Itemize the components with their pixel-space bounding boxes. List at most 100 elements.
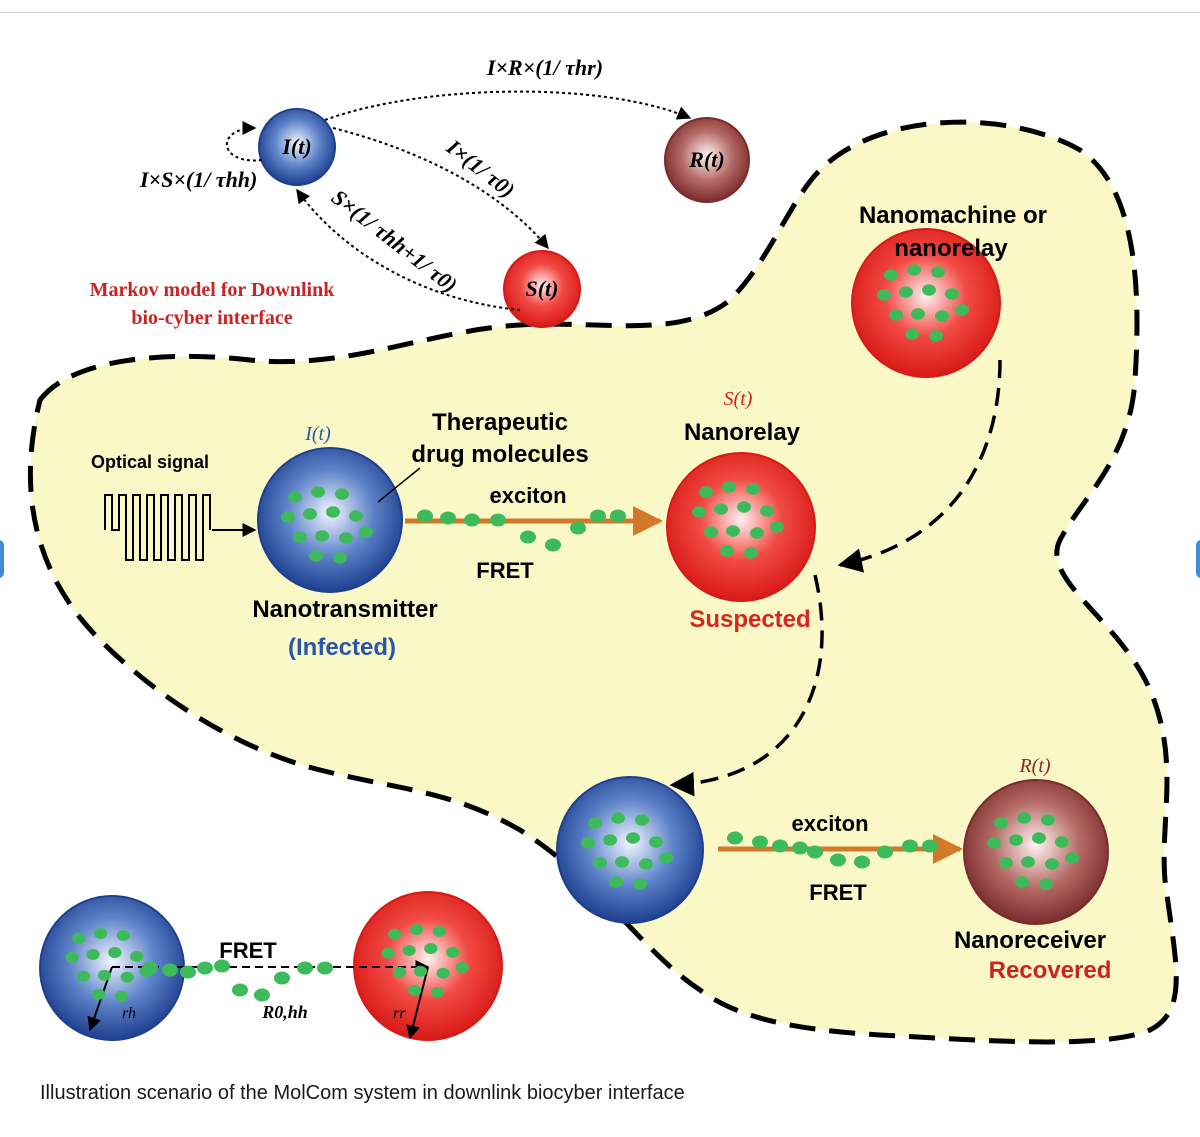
molecule-dot — [714, 503, 728, 515]
molecule-dot — [490, 513, 506, 527]
molecule-dot — [293, 531, 307, 543]
molecule-dot — [72, 932, 86, 944]
molecule-dot — [902, 839, 918, 853]
molecule-dot — [311, 486, 325, 498]
left-edge-handle[interactable] — [0, 540, 4, 578]
molecule-dot — [635, 814, 649, 826]
molecule-dot — [180, 965, 196, 979]
molecule-dot — [349, 510, 363, 522]
molecule-dot — [381, 947, 395, 959]
molecule-dot — [545, 538, 561, 552]
inset-rr-label: rr — [393, 1005, 406, 1022]
nanotransmitter-label: Nanotransmitter — [252, 596, 437, 623]
molecule-dot — [610, 509, 626, 523]
lower-transmitter — [556, 776, 704, 924]
recovered-label: Recovered — [989, 957, 1112, 984]
molecule-dot — [590, 509, 606, 523]
molecule-dot — [392, 966, 407, 978]
markov-node-s — [503, 250, 581, 328]
molecule-dot — [274, 971, 290, 985]
inset-fret-label: FRET — [219, 938, 277, 963]
edge-s-to-i — [296, 188, 521, 311]
rate-is: I×(1/ τ0) — [441, 134, 520, 203]
molecule-dot — [899, 286, 913, 298]
inset-rh-label: rh — [122, 1005, 136, 1022]
molecule-dot — [116, 929, 131, 941]
molecule-dot — [1009, 834, 1023, 846]
molecule-dot — [737, 501, 751, 513]
molecule-dot — [409, 924, 424, 935]
molecule-dot — [807, 845, 823, 859]
molecule-dot — [945, 288, 959, 300]
st-label: S(t) — [724, 388, 753, 410]
infected-label: (Infected) — [288, 634, 396, 661]
inset-r0hh-label: R0,hh — [261, 1002, 308, 1022]
right-edge-handle[interactable] — [1196, 540, 1200, 578]
molecule-dot — [130, 950, 144, 962]
molecule-dot — [877, 845, 893, 859]
molecule-dot — [254, 988, 270, 1002]
markov-node-i — [258, 108, 336, 186]
molecule-dot — [611, 812, 625, 824]
molecule-dot — [581, 837, 595, 849]
molecule-dot — [440, 511, 456, 525]
molecule-dot — [1055, 836, 1069, 848]
markov-r-label: R(t) — [688, 147, 724, 172]
fret-label-1: FRET — [476, 558, 534, 583]
molecule-dot — [1021, 856, 1035, 868]
top-bar — [0, 0, 1200, 13]
molecule-dot — [288, 491, 302, 503]
exciton-label-1: exciton — [489, 483, 566, 508]
molecule-dot — [446, 946, 460, 958]
molecule-dot — [727, 831, 743, 845]
molecule-dot — [639, 858, 653, 870]
molecule-dot — [609, 876, 623, 888]
molecule-dot — [720, 545, 734, 557]
molecule-dot — [704, 526, 718, 538]
molecule-dot — [588, 817, 602, 829]
molecule-dot — [108, 947, 122, 958]
molecule-dot — [931, 266, 945, 278]
molecule-dot — [929, 330, 943, 342]
molcom-diagram: I(t) R(t) S(t) I×R×(1/ τhr) I×(1/ τ0) S×… — [27, 55, 1179, 1045]
molecule-dot — [1065, 852, 1079, 864]
molecule-dot — [649, 836, 663, 848]
molecule-dot — [142, 961, 158, 975]
molecule-dot — [792, 841, 808, 855]
molecule-dot — [626, 832, 640, 844]
molecule-dot — [114, 990, 129, 1002]
molecule-dot — [317, 961, 333, 975]
molecule-dot — [413, 965, 428, 977]
molecule-dot — [907, 264, 921, 276]
molecule-dot — [455, 962, 469, 973]
rate-ii: I×S×(1/ τhh) — [139, 167, 257, 192]
inset-rr-arrow — [406, 966, 429, 1040]
molecule-dot — [770, 521, 784, 533]
therapeutic-line1: Therapeutic — [432, 409, 568, 436]
molecule-dot — [303, 508, 317, 520]
molecule-dot — [752, 835, 768, 849]
molecule-dot — [214, 959, 230, 973]
molecule-dot — [335, 488, 349, 500]
molecule-dot — [97, 969, 112, 981]
molecule-dot — [889, 309, 903, 321]
molecule-dot — [854, 855, 870, 869]
markov-title-line2: bio-cyber interface — [131, 307, 292, 329]
suspected-label: Suspected — [689, 606, 810, 633]
molecule-dot — [999, 857, 1013, 869]
molecule-dot — [905, 328, 919, 340]
molecule-dot — [333, 552, 347, 564]
molecule-dot — [1045, 858, 1059, 870]
molecule-dot — [297, 961, 313, 975]
rate-ir: I×R×(1/ τhr) — [486, 55, 603, 80]
molecule-dot — [955, 304, 969, 316]
molecule-dot — [884, 269, 898, 281]
molecule-dot — [309, 550, 323, 562]
molecule-dot — [744, 547, 758, 559]
molecule-dot — [232, 983, 248, 997]
flow-nanomachine-to-relay — [837, 359, 1002, 573]
molecule-dot — [877, 289, 891, 301]
molecule-dot — [436, 967, 450, 979]
nanorelay-suspected — [666, 452, 816, 602]
drug-molecules — [65, 264, 1079, 1002]
